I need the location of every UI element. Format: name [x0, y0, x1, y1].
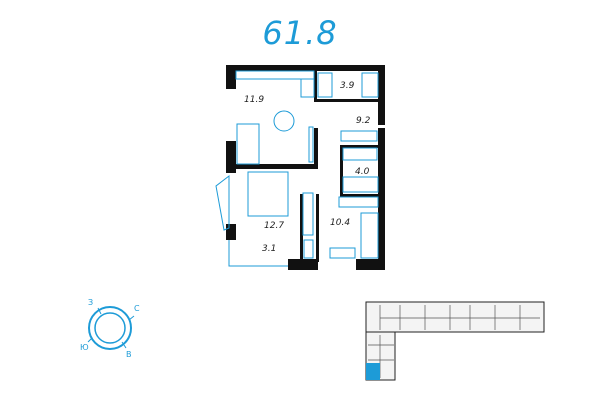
building-key-plan: [365, 301, 545, 381]
compass-south: Ю: [80, 343, 89, 352]
walls: [226, 65, 385, 270]
dining-table-icon: [273, 110, 295, 132]
compass-west: З: [88, 298, 93, 307]
compass-icon: З С Ю В: [80, 298, 140, 359]
room-area-label: 4.0: [355, 167, 370, 177]
room-area-label: 11.9: [244, 95, 264, 105]
room-area-label: 3.1: [262, 244, 276, 254]
bay-window: [215, 174, 230, 231]
room-area-label: 9.2: [356, 116, 371, 126]
total-area-title: 61.8: [262, 14, 338, 52]
compass-east: В: [126, 350, 132, 359]
bed-icon: [247, 171, 289, 217]
furniture: [215, 70, 379, 267]
room-area-label: 12.7: [264, 221, 284, 231]
compass-north: С: [134, 304, 140, 313]
room-area-label: 10.4: [330, 218, 350, 228]
desk-icon: [329, 247, 356, 259]
room-area-label: 3.9: [340, 81, 355, 91]
apartment-highlight: [366, 363, 380, 380]
sofa-icon: [236, 123, 260, 165]
